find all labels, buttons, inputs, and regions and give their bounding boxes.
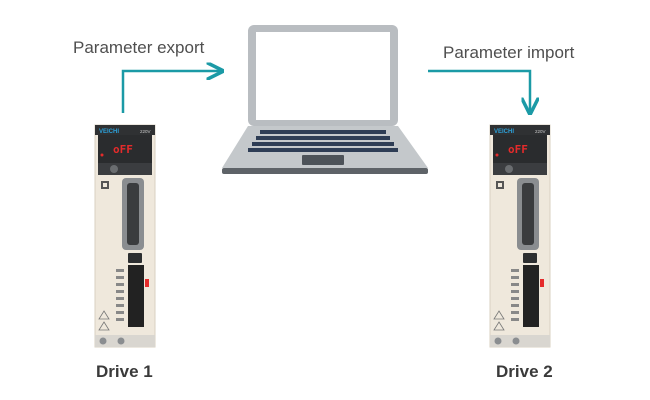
- drive-2-brand: VEICHI: [494, 129, 514, 135]
- drive-1-label: Drive 1: [96, 362, 153, 381]
- drive-1-display: oFF: [113, 143, 133, 156]
- drive-1-brand: VEICHI: [99, 129, 119, 135]
- import-label: Parameter import: [443, 43, 575, 62]
- drive-2-device: VEICHI 220V oFF: [489, 124, 551, 348]
- keyboard: [248, 130, 398, 152]
- import-arrow: [428, 69, 530, 113]
- drive-2-display: oFF: [508, 143, 528, 156]
- export-label: Parameter export: [73, 38, 205, 57]
- laptop-icon: [222, 25, 428, 174]
- drive-2-voltage: 220V: [535, 129, 546, 134]
- drive-2-label: Drive 2: [496, 362, 553, 381]
- drive-1-voltage: 220V: [140, 129, 151, 134]
- export-arrow: [121, 71, 222, 113]
- drive-1-device: VEICHI 220V oFF: [94, 124, 156, 348]
